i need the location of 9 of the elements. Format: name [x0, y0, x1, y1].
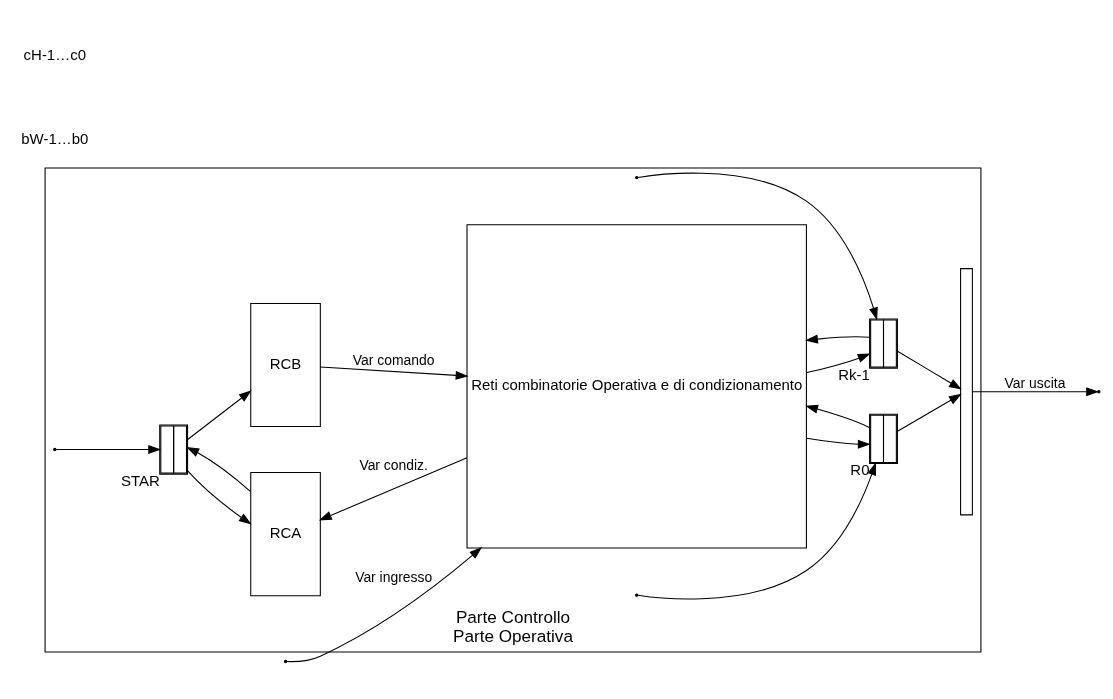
edge-label: Var condiz.	[359, 457, 428, 474]
node-label: R0	[850, 461, 870, 479]
node-label: Rk-1	[838, 366, 870, 384]
label: bW-1…b0	[21, 130, 89, 148]
edge-label: Var comando	[352, 352, 435, 369]
edge-label: Var ingresso	[355, 568, 433, 585]
label: cH-1…c0	[23, 45, 86, 63]
node-label: STAR	[121, 472, 160, 490]
edge-label: Var uscita	[1004, 374, 1066, 391]
